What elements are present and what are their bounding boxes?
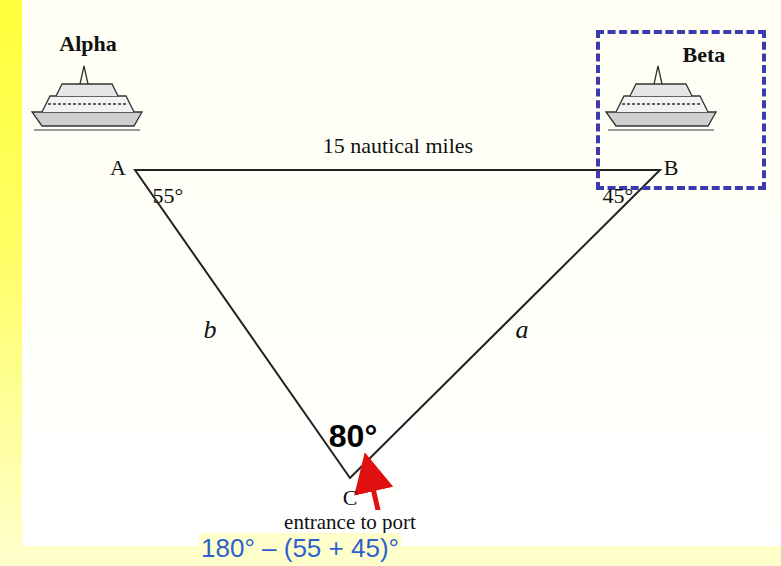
ship-name: Alpha — [59, 31, 116, 57]
side-length: 15 nautical miles — [323, 133, 473, 159]
ship-icon — [606, 66, 716, 130]
angle-label: 45° — [603, 183, 634, 209]
vertex-label: B — [664, 155, 679, 181]
ship-icon — [32, 66, 142, 130]
side-label: a — [516, 315, 529, 345]
vertex-label: A — [110, 155, 126, 181]
picture-panel — [22, 0, 781, 546]
place-label: entrance to port — [282, 510, 418, 535]
triangle — [135, 170, 660, 478]
side-label: b — [204, 315, 217, 345]
formula: 180° – (55 + 45)° — [199, 533, 401, 564]
ship-name: Beta — [683, 42, 726, 68]
angle-label: 55° — [153, 183, 184, 209]
highlight-box: Beta — [596, 30, 766, 190]
angle-label: 80° — [329, 418, 377, 455]
vertex-label: C — [343, 485, 358, 511]
